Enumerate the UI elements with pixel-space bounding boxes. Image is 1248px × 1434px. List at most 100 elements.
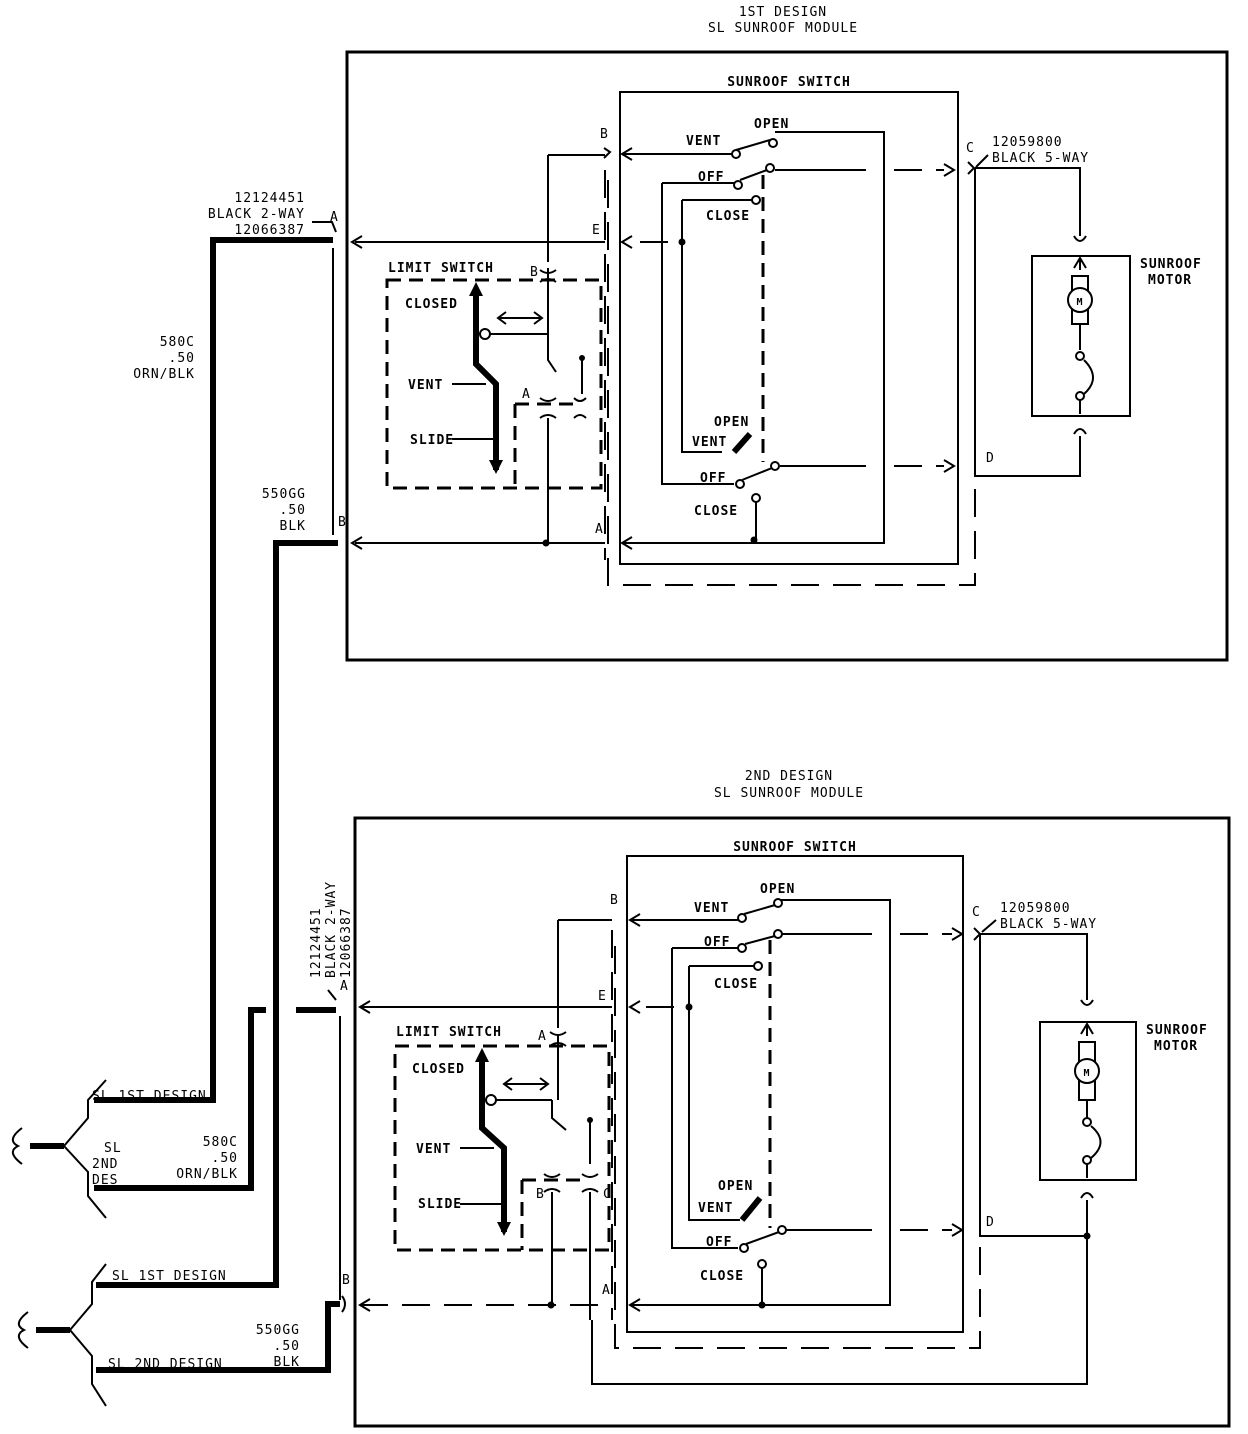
module1-motor-label1: SUNROOF (1140, 257, 1202, 272)
module2-pin-c-limit: C (603, 1187, 612, 1202)
wire-550gg-color-2: BLK (274, 1355, 300, 1370)
module2-label-open-lower: OPEN (718, 1179, 753, 1194)
module1-title-line2: SL SUNROOF MODULE (708, 21, 858, 36)
wire-550gg-color-1: BLK (280, 519, 306, 534)
module1-label-open-upper: OPEN (754, 117, 789, 132)
module1-title-line1: 1ST DESIGN (739, 5, 827, 20)
wire-550gg-circuit-1: 550GG (262, 487, 306, 502)
module2-motor-label1: SUNROOF (1146, 1023, 1208, 1038)
motor-icon (1074, 1058, 1100, 1084)
module1-conn5-desc: BLACK 5-WAY (992, 151, 1089, 166)
module2-conn5-desc: BLACK 5-WAY (1000, 917, 1097, 932)
module2-conn2-part1: 12124451 (309, 907, 324, 978)
module2-label-closed: CLOSED (412, 1062, 465, 1077)
module2-label-close-lower: CLOSE (700, 1269, 744, 1284)
wire-580c-1st (94, 237, 333, 1103)
module1-label-off-upper: OFF (698, 170, 724, 185)
module2-label-close-upper: CLOSE (714, 977, 758, 992)
branch-label-sl-1st-upper: SL 1ST DESIGN (92, 1089, 207, 1104)
module1-label-vent-lower: VENT (692, 435, 727, 450)
module1-label-vent-limit: VENT (408, 378, 443, 393)
wire-580c-circuit-2: 580C (203, 1135, 238, 1150)
module1-label-open-lower: OPEN (714, 415, 749, 430)
module2-limit-switch-box (393, 1044, 611, 1252)
branch-label-2nd: 2ND (92, 1157, 118, 1172)
module1-pin-a-limit: A (522, 387, 531, 402)
module2-pin-a-limit: A (538, 1029, 547, 1044)
module2-title-line1: 2ND DESIGN (745, 769, 833, 784)
module1-pin-a-bottom: A (595, 522, 604, 537)
module2-label-open-upper: OPEN (760, 882, 795, 897)
module2-pin-a-bottom: A (602, 1283, 611, 1298)
module1-pin-b-limit: B (530, 265, 539, 280)
wire-580c-gauge-2: .50 (212, 1151, 238, 1166)
module-1st-design: 1ST DESIGN SL SUNROOF MODULE SUNROOF SWI… (208, 5, 1229, 662)
module1-label-off-lower: OFF (700, 471, 726, 486)
module1-label-vent-upper: VENT (686, 134, 721, 149)
module1-pin-b-top: B (600, 127, 609, 142)
module2-motor-box (1039, 1021, 1137, 1181)
module2-outline (353, 816, 1231, 1428)
module2-pin-e: E (598, 989, 607, 1004)
wire-550gg-2nd (96, 1301, 340, 1373)
module2-limit-switch-title: LIMIT SWITCH (396, 1025, 502, 1040)
module1-switch-title: SUNROOF SWITCH (727, 75, 851, 90)
branch-label-sl: SL (104, 1141, 122, 1156)
module1-pin-b-left: B (338, 515, 347, 530)
module1-outline (345, 50, 1229, 662)
module2-switch-title: SUNROOF SWITCH (733, 840, 857, 855)
module1-pin-c: C (966, 141, 975, 156)
module2-pin-d: D (986, 1215, 995, 1230)
module1-label-close-upper: CLOSE (706, 209, 750, 224)
module1-label-close-lower: CLOSE (694, 504, 738, 519)
module2-motor-symbol: M (1083, 1068, 1090, 1079)
module2-pin-b-left: B (342, 1273, 351, 1288)
module2-conn2-part2: 12066387 (339, 907, 354, 978)
module-2nd-design: 2ND DESIGN SL SUNROOF MODULE SUNROOF SWI… (309, 769, 1231, 1428)
module1-motor-box (1031, 255, 1131, 417)
module2-conn2-desc: BLACK 2-WAY (324, 881, 339, 978)
module1-pin-a-left: A (330, 210, 339, 225)
module1-motor-label2: MOTOR (1148, 273, 1192, 288)
wire-550gg-gauge-2: .50 (274, 1339, 300, 1354)
module1-conn2-part2: 12066387 (234, 223, 305, 238)
branch-label-sl-1st-lower: SL 1ST DESIGN (112, 1269, 227, 1284)
motor-icon (1067, 287, 1093, 313)
module2-label-slide: SLIDE (418, 1197, 462, 1212)
module2-label-off-upper: OFF (704, 935, 730, 950)
module2-conn5-part: 12059800 (1000, 901, 1071, 916)
module2-pin-a-left: A (340, 979, 349, 994)
module2-label-vent-limit: VENT (416, 1142, 451, 1157)
wire-580c-color-2: ORN/BLK (176, 1167, 238, 1182)
module1-label-slide: SLIDE (410, 433, 454, 448)
module2-label-vent-lower: VENT (698, 1201, 733, 1216)
module1-motor-symbol: M (1076, 297, 1083, 308)
wire-550gg-gauge-1: .50 (280, 503, 306, 518)
module2-sunroof-switch-box (626, 855, 964, 1333)
module1-sunroof-switch-box (619, 91, 959, 565)
module2-motor-label2: MOTOR (1154, 1039, 1198, 1054)
wire-550gg-circuit-2: 550GG (256, 1323, 300, 1338)
wire-580c-color-1: ORN/BLK (133, 367, 195, 382)
branch-label-des: DES (92, 1173, 118, 1188)
module1-limit-switch-box (385, 278, 603, 490)
module2-label-vent-upper: VENT (694, 901, 729, 916)
module1-limit-switch-title: LIMIT SWITCH (388, 261, 494, 276)
module1-switch-housing (607, 180, 976, 586)
module1-conn5-part: 12059800 (992, 135, 1063, 150)
module1-pin-d: D (986, 451, 995, 466)
module1-conn2-part1: 12124451 (234, 191, 305, 206)
branch-label-sl-2nd: SL 2ND DESIGN (108, 1357, 223, 1372)
external-harness: 580C .50 ORN/BLK 550GG .50 BLK 580C .50 … (11, 237, 340, 1407)
module2-pin-b-limit: B (536, 1187, 545, 1202)
wire-580c-gauge-1: .50 (169, 351, 195, 366)
module2-pin-b-top: B (610, 893, 619, 908)
wire-550gg-1st (96, 540, 338, 1288)
module1-label-closed: CLOSED (405, 297, 458, 312)
module2-pin-c: C (972, 905, 981, 920)
module2-title-line2: SL SUNROOF MODULE (714, 786, 864, 801)
module1-conn2-desc: BLACK 2-WAY (208, 207, 305, 222)
module1-pin-e: E (592, 223, 601, 238)
wire-580c-circuit-1: 580C (160, 335, 195, 350)
